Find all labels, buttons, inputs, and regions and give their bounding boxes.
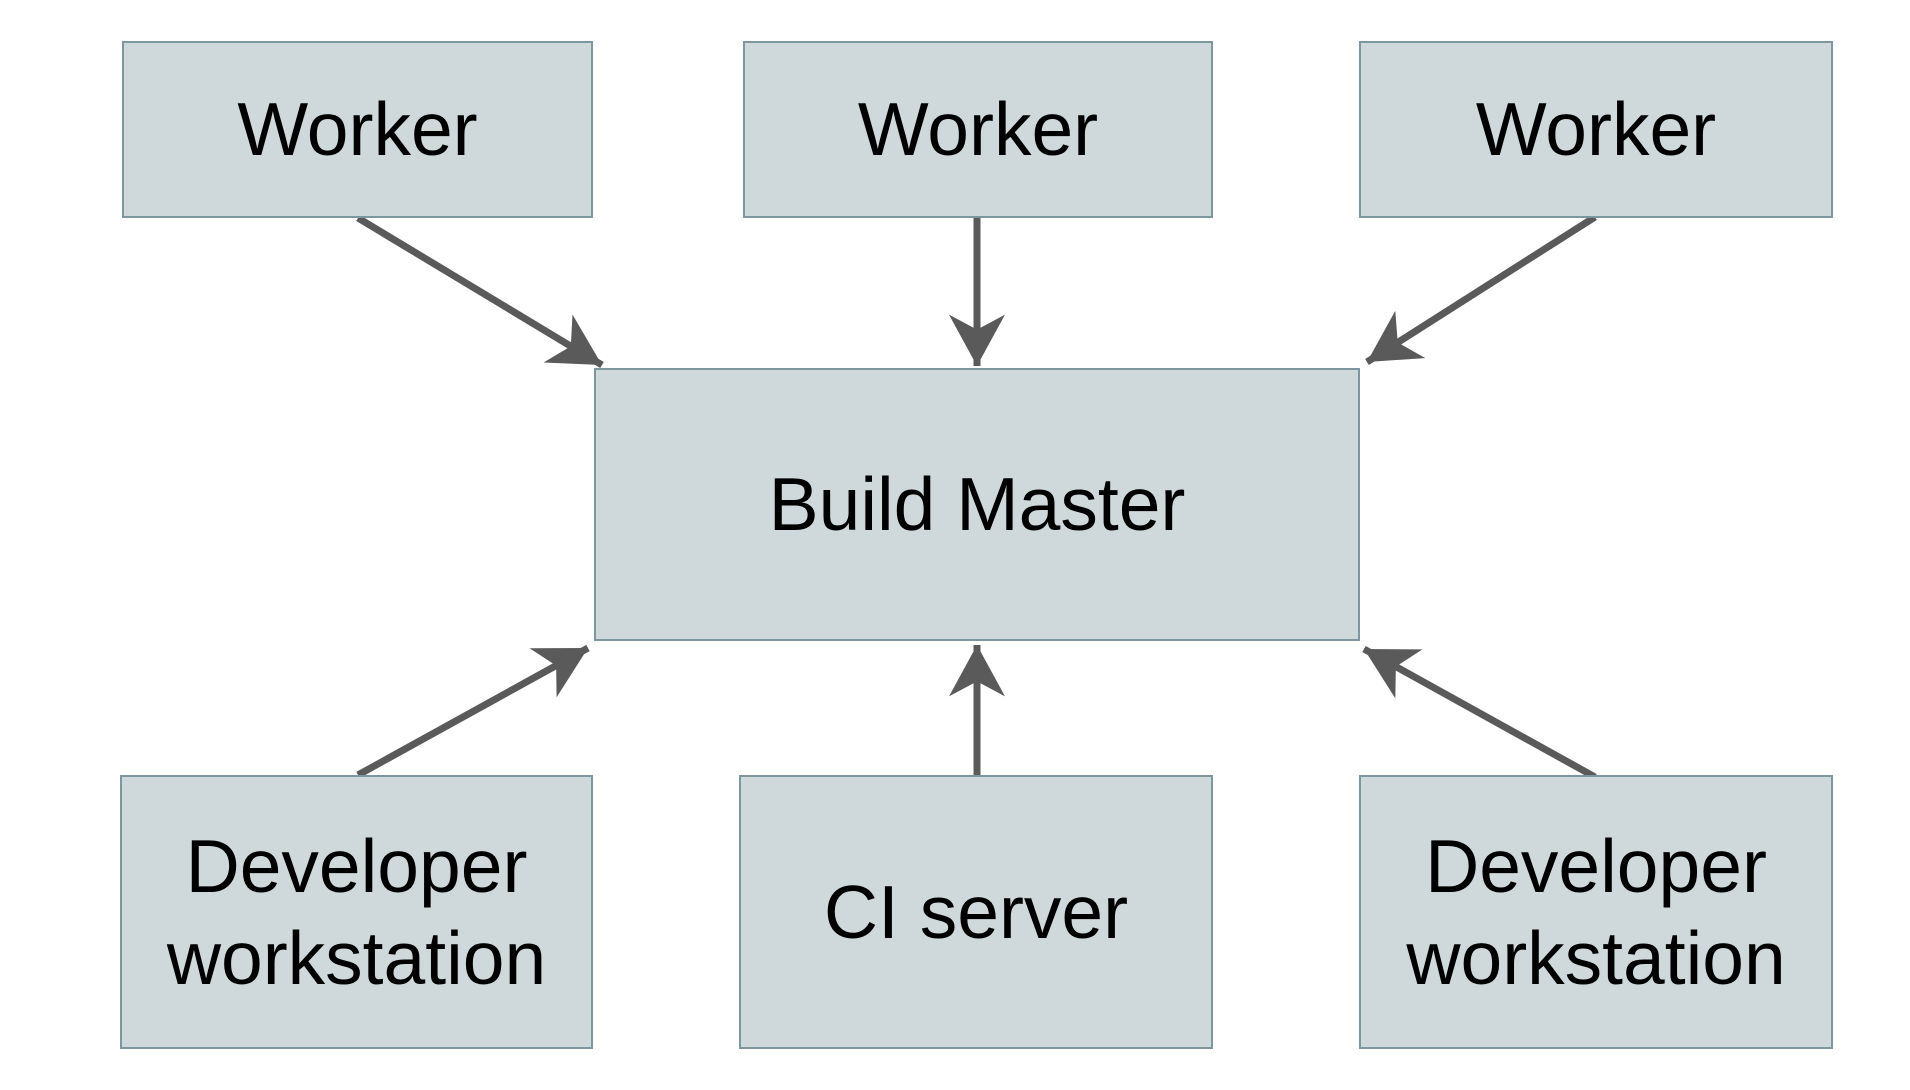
node-worker-2-label: Worker	[857, 87, 1099, 172]
node-worker-2: Worker	[743, 41, 1213, 218]
arrow-dev-workstation-right-to-build-master	[1362, 645, 1597, 781]
node-dev-workstation-left-label: Developer workstation	[166, 823, 547, 1000]
arrow-worker-1-to-build-master	[356, 215, 604, 368]
node-build-master-label: Build Master	[768, 462, 1186, 547]
node-ci-server: CI server	[739, 775, 1213, 1049]
node-dev-workstation-right: Developer workstation	[1359, 775, 1833, 1049]
node-worker-3: Worker	[1359, 41, 1833, 218]
node-dev-workstation-left: Developer workstation	[120, 775, 593, 1049]
arrow-dev-workstation-left-to-build-master	[356, 644, 590, 779]
node-worker-3-label: Worker	[1475, 87, 1717, 172]
node-build-master: Build Master	[594, 368, 1360, 641]
arrow-worker-3-to-build-master	[1365, 214, 1597, 365]
node-dev-workstation-right-label: Developer workstation	[1406, 823, 1786, 1000]
node-ci-server-label: CI server	[823, 869, 1129, 954]
node-worker-1: Worker	[122, 41, 593, 218]
node-worker-1-label: Worker	[237, 87, 478, 172]
